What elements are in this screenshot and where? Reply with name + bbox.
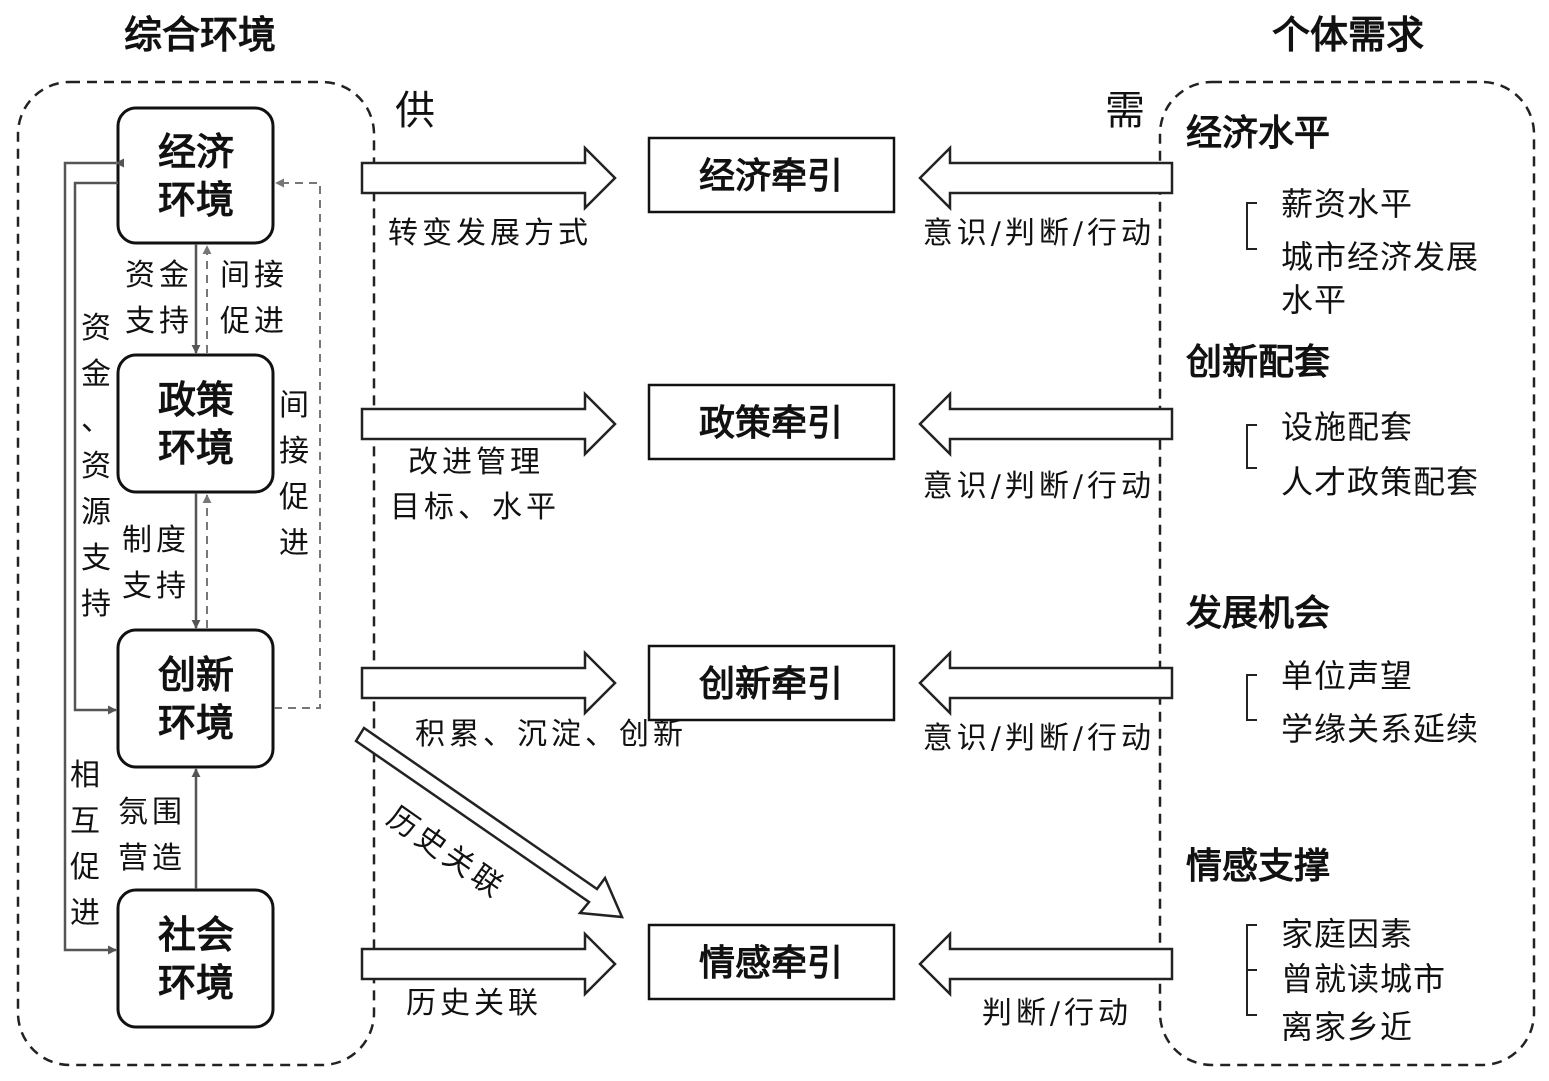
env-box-policy-line1: 政策	[158, 377, 234, 422]
env-box-social-line2: 环境	[158, 960, 234, 1005]
arrow-mutual-promotion	[63, 158, 125, 955]
env-box-economy: 经济 环境	[116, 106, 275, 245]
demand-label-policy: 意识/判断/行动	[923, 469, 1155, 504]
label-policy-to-innov-1: 制度	[122, 523, 190, 558]
label-innov-to-policy-2: 接	[279, 434, 313, 469]
label-policy-to-innov: 制度 支持	[122, 523, 190, 604]
env-box-social: 社会 环境	[116, 888, 275, 1029]
supply-label-emotion: 历史关联	[406, 986, 542, 1021]
label-econ-to-innov-3: 、	[81, 403, 115, 438]
label-mutual-1: 相	[70, 758, 104, 793]
label-innov-to-policy-4: 进	[279, 526, 313, 561]
need-group-opportunity: 发展机会 单位声望 学缘关系延续	[1186, 592, 1479, 748]
label-econ-to-innov-2: 金	[81, 357, 115, 392]
traction-box-economy: 经济牵引	[647, 136, 896, 214]
label-mutual-3: 促	[70, 850, 104, 885]
label-innov-to-policy: 间 接 促 进	[279, 388, 313, 561]
dashed-arrow-innov-to-econ	[274, 178, 321, 709]
need-group-emotion: 情感支撑 家庭因素 曾就读城市 离家乡近	[1186, 845, 1446, 1046]
label-innov-to-policy-1: 间	[279, 388, 313, 423]
supply-label: 供	[395, 88, 435, 134]
need-category-innovation: 创新配套	[1186, 341, 1330, 383]
label-econ-to-policy: 资金 支持	[125, 258, 193, 339]
demand-arrow-emotion	[918, 930, 1174, 998]
need-bracket-economy	[1246, 202, 1257, 250]
supply-arrow-innovation	[360, 649, 617, 717]
need-category-emotion: 情感支撑	[1186, 845, 1330, 887]
label-policy-to-econ-2: 促进	[220, 304, 288, 339]
need-item-study-city: 曾就读城市	[1281, 960, 1446, 998]
label-policy-to-econ: 间接 促进	[220, 258, 288, 339]
need-item-city-economy: 城市经济发展	[1281, 238, 1479, 276]
traction-box-innovation-label: 创新牵引	[699, 663, 843, 705]
label-social-to-innov: 氛围 营造	[118, 795, 186, 876]
env-box-policy: 政策 环境	[116, 353, 275, 494]
env-box-economy-line2: 环境	[158, 177, 234, 222]
env-box-innovation: 创新 环境	[116, 628, 275, 769]
label-econ-to-innov-4: 资	[81, 449, 115, 484]
need-bracket-innovation	[1246, 424, 1257, 469]
need-item-near-home: 离家乡近	[1281, 1008, 1413, 1046]
need-item-academic-ties: 学缘关系延续	[1281, 710, 1479, 748]
supply-arrow-economy	[360, 144, 617, 212]
label-mutual-promotion: 相 互 促 进	[70, 758, 104, 931]
env-box-innovation-line2: 环境	[158, 700, 234, 745]
label-social-to-innov-2: 营造	[118, 841, 186, 876]
arrow-econ-to-innov	[73, 181, 118, 715]
label-econ-to-innov-1: 资	[81, 311, 115, 346]
demand-arrow-economy	[918, 144, 1174, 212]
right-title: 个体需求	[1272, 12, 1424, 57]
need-bracket-opportunity	[1246, 674, 1257, 721]
label-econ-to-policy-2: 支持	[125, 304, 193, 339]
demand-label: 需	[1105, 88, 1145, 134]
label-mutual-2: 互	[70, 804, 104, 839]
label-econ-to-innov-6: 支	[81, 541, 115, 576]
label-mutual-4: 进	[70, 896, 104, 931]
traction-box-policy-label: 政策牵引	[699, 402, 843, 444]
env-box-social-line1: 社会	[158, 912, 234, 957]
demand-arrow-innovation	[918, 649, 1174, 717]
label-econ-to-innov-5: 源	[81, 495, 115, 530]
need-item-facilities: 设施配套	[1281, 408, 1413, 446]
demand-label-innovation: 意识/判断/行动	[923, 721, 1155, 756]
traction-box-innovation: 创新牵引	[647, 644, 896, 722]
env-box-economy-line1: 经济	[158, 129, 235, 174]
supply-arrow-policy	[360, 390, 617, 458]
need-category-opportunity: 发展机会	[1186, 592, 1330, 634]
label-innov-to-policy-3: 促	[279, 480, 313, 515]
demand-arrow-policy	[918, 390, 1174, 458]
supply-label-policy-1: 改进管理	[408, 445, 544, 480]
traction-box-emotion: 情感牵引	[647, 923, 896, 1001]
label-econ-to-innov-7: 持	[81, 587, 115, 622]
traction-box-emotion-label: 情感牵引	[699, 942, 843, 984]
needs-group	[1158, 80, 1536, 1067]
label-econ-to-policy-1: 资金	[125, 258, 193, 293]
need-item-salary: 薪资水平	[1281, 185, 1413, 223]
env-box-innovation-line1: 创新	[158, 652, 234, 697]
need-item-reputation: 单位声望	[1281, 657, 1413, 695]
label-policy-to-econ-1: 间接	[220, 258, 288, 293]
need-group-economy: 经济水平 薪资水平 城市经济发展 水平	[1186, 112, 1479, 319]
need-group-innovation: 创新配套 设施配套 人才政策配套	[1186, 341, 1479, 501]
traction-box-economy-label: 经济牵引	[699, 155, 843, 197]
label-social-to-innov-1: 氛围	[118, 795, 186, 830]
demand-label-emotion: 判断/行动	[982, 996, 1132, 1031]
label-policy-to-innov-2: 支持	[122, 569, 190, 604]
environment-group	[16, 80, 376, 1067]
supply-arrow-emotion	[360, 930, 617, 998]
left-title: 综合环境	[124, 12, 276, 57]
need-item-family: 家庭因素	[1281, 915, 1413, 953]
demand-label-economy: 意识/判断/行动	[923, 216, 1155, 251]
supply-label-innovation: 积累、沉淀、创新	[415, 717, 687, 752]
need-category-economy: 经济水平	[1186, 112, 1330, 154]
supply-label-economy: 转变发展方式	[388, 216, 592, 251]
need-item-talent-policy: 人才政策配套	[1281, 463, 1479, 501]
diagonal-arrow-history	[354, 726, 624, 919]
label-econ-to-innov: 资 金 、 资 源 支 持	[81, 311, 115, 622]
need-item-city-economy-cont: 水平	[1281, 281, 1347, 319]
traction-box-policy: 政策牵引	[647, 383, 896, 461]
supply-label-policy-2: 目标、水平	[390, 490, 560, 525]
env-box-policy-line2: 环境	[158, 425, 234, 470]
